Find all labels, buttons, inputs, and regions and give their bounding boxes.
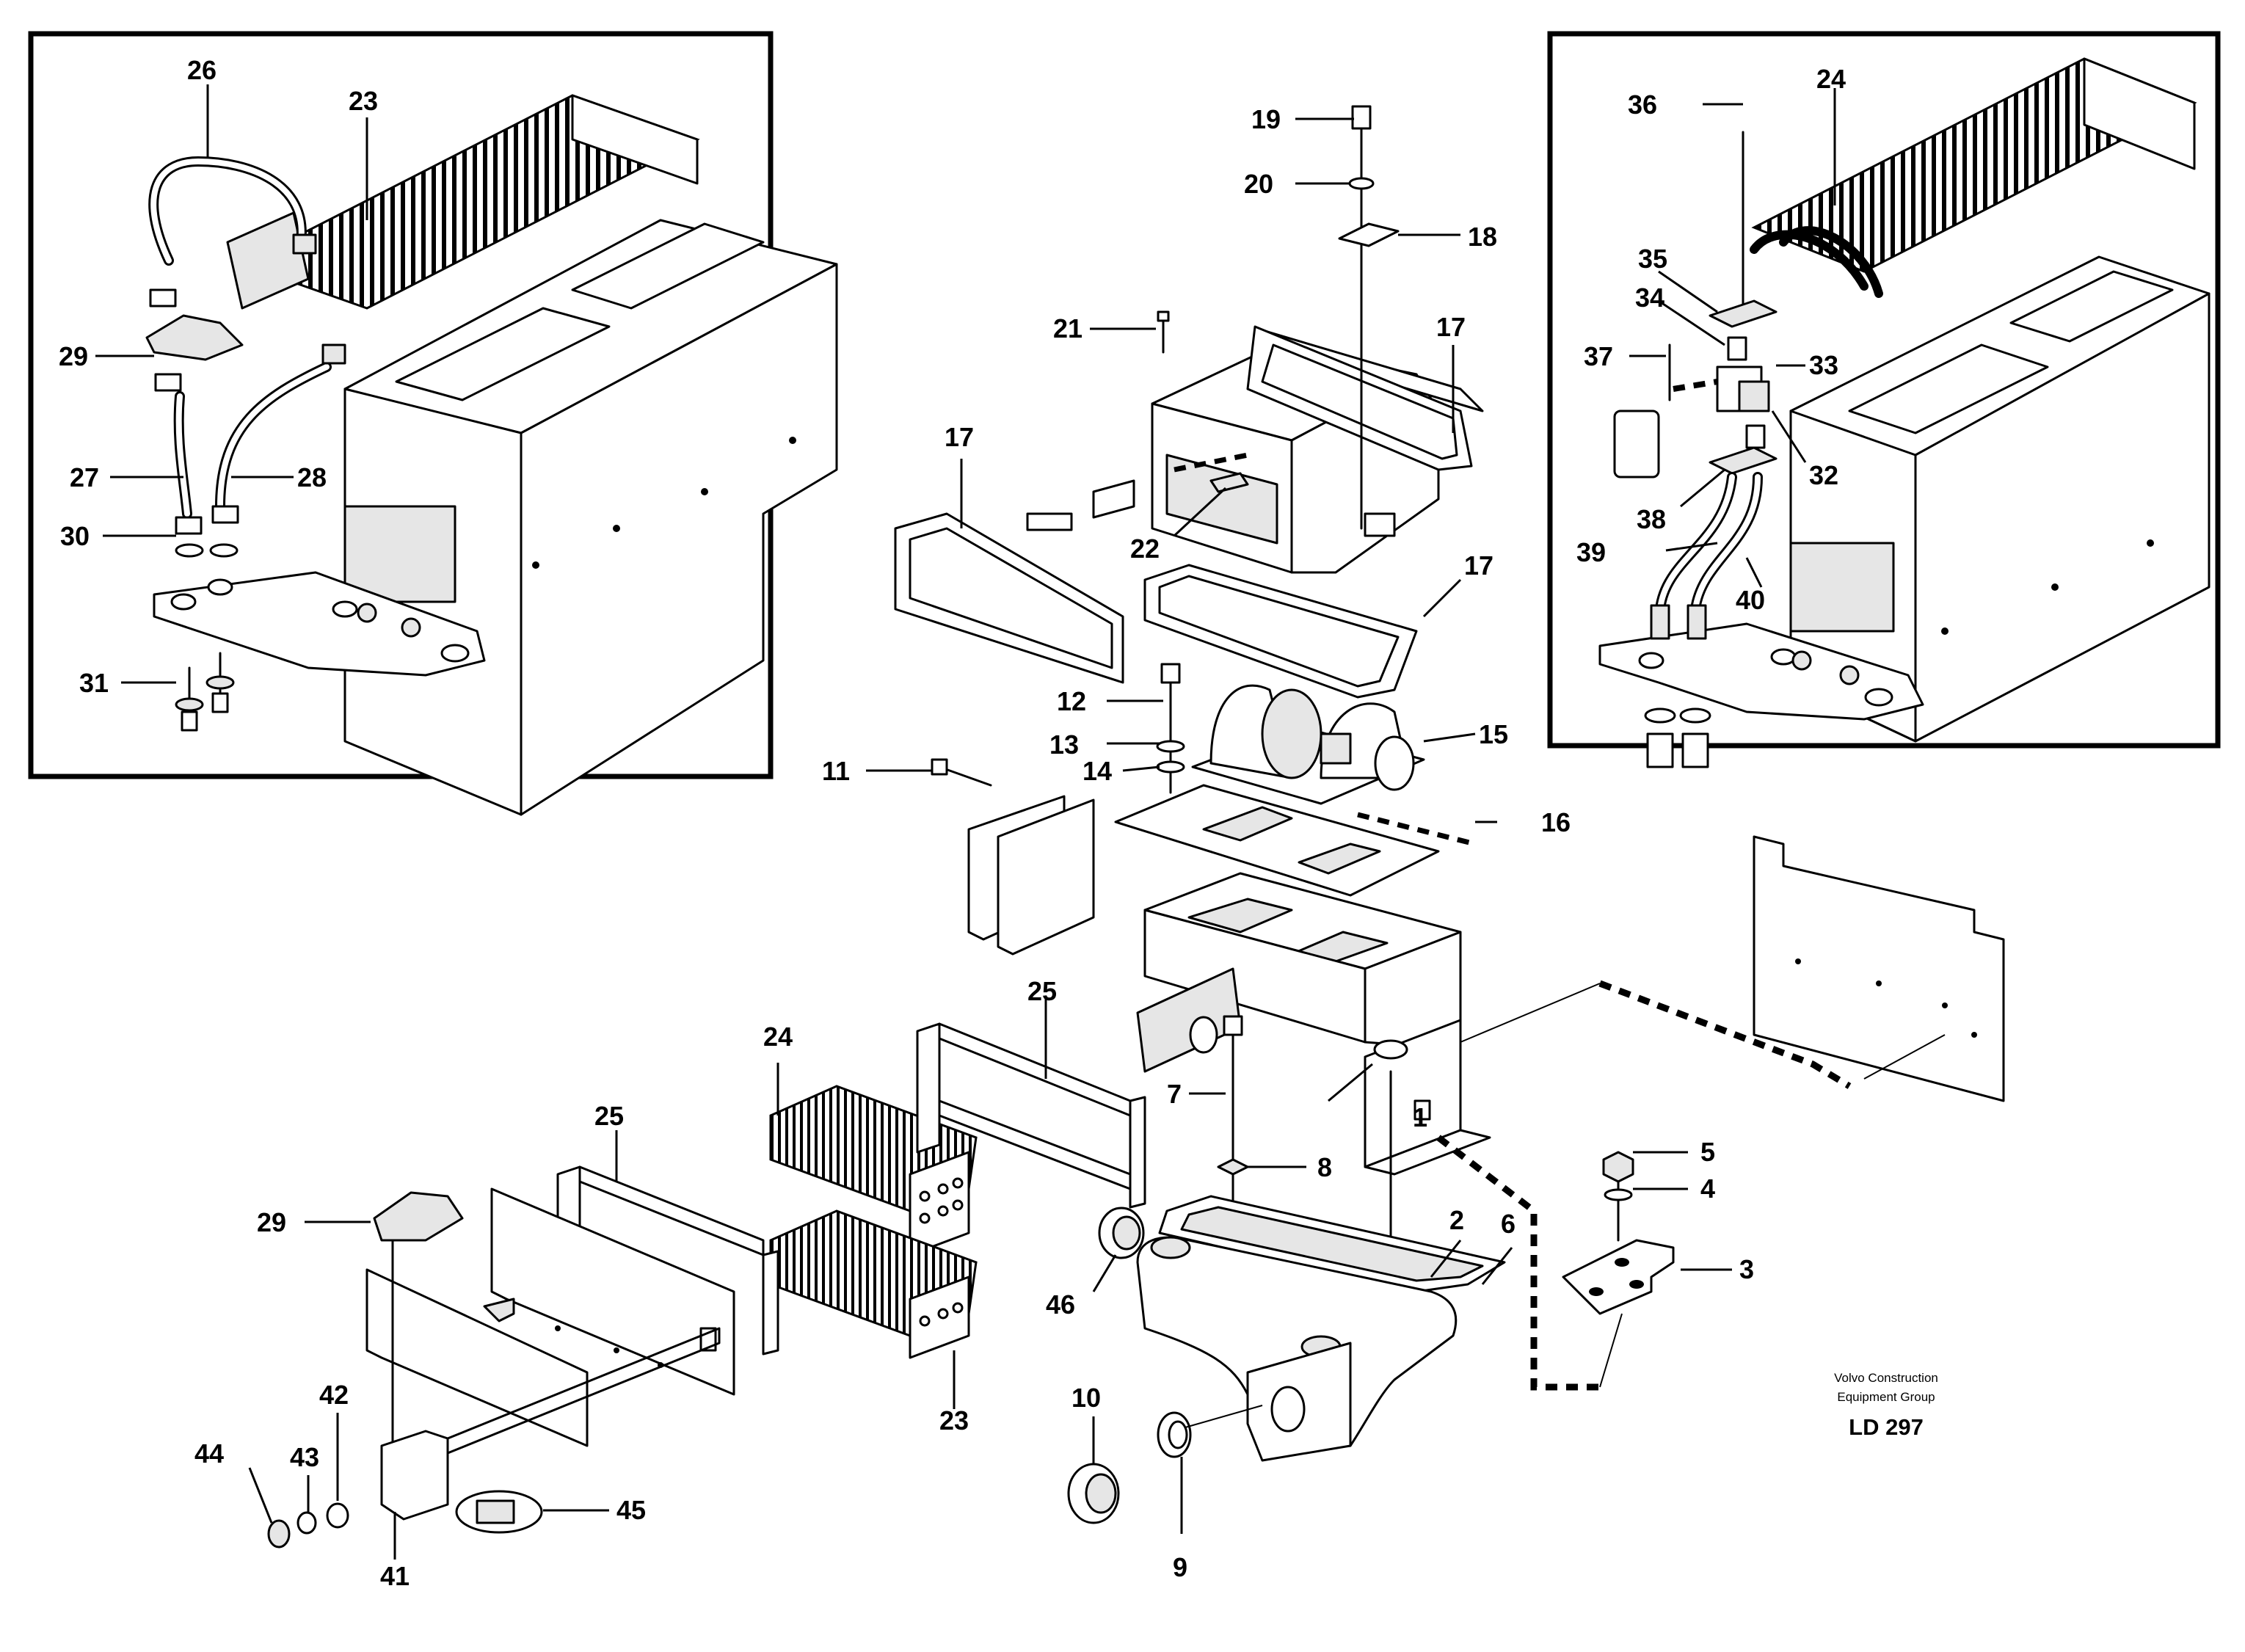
left-radiator [226,94,700,310]
dashed-routing [1436,980,1946,1391]
callout-46: 46 [1046,1289,1075,1320]
callout-17-bottom: 17 [1464,550,1493,581]
side-plates [931,758,1095,956]
callout-3: 3 [1739,1254,1754,1284]
callout-10: 10 [1071,1383,1101,1413]
callout-29-inset: 29 [59,341,88,371]
drawing-code: LD 297 [1849,1414,1924,1440]
left-leaders [95,84,368,684]
blower-assembly [1191,684,1425,805]
callout-21: 21 [1053,313,1083,343]
right-hoses [1650,226,1883,640]
bottom-duct [1136,1195,1506,1462]
left-housing [343,219,838,816]
callout-31: 31 [79,668,109,698]
callout-41: 41 [380,1561,410,1591]
callout-2: 2 [1449,1205,1464,1235]
gaskets [894,325,1473,699]
callout-13: 13 [1049,729,1079,760]
right-bottom-nuts [1644,707,1711,768]
bolt-12-assembly [1156,663,1185,794]
bracket-41 [267,1327,721,1549]
clamp-29 [373,1191,464,1462]
right-panel [1753,835,2005,1102]
callout-32: 32 [1809,460,1838,490]
callout-38: 38 [1637,504,1666,534]
left-hoses [148,156,332,519]
hood-fasteners [1026,310,1249,531]
right-clip-sleeve [1613,343,1671,479]
callout-16: 16 [1541,807,1571,837]
callout-37: 37 [1584,341,1613,371]
callout-42: 42 [319,1380,349,1410]
left-base-plate [153,571,486,677]
callout-35: 35 [1638,244,1667,274]
support-bracket [1364,1019,1491,1293]
callout-44: 44 [194,1438,224,1469]
callout-45: 45 [616,1495,646,1525]
callout-25-upper: 25 [1027,976,1057,1006]
callout-33: 33 [1809,350,1838,380]
callout-12: 12 [1057,686,1086,716]
heater-cores [769,1085,978,1359]
callout-24-inset: 24 [1816,64,1846,94]
callout-40: 40 [1736,585,1765,615]
right-radiator [1751,57,2197,273]
bolt-19-assembly [1338,105,1400,530]
callout-28: 28 [297,462,327,492]
flange-plate [1114,784,1476,897]
callout-36: 36 [1628,90,1657,120]
callout-18: 18 [1468,222,1497,252]
callout-29-main: 29 [257,1207,286,1237]
callout-23-main: 23 [939,1405,969,1436]
callout-14: 14 [1083,756,1112,786]
callout-5: 5 [1700,1137,1715,1167]
right-inset [1547,31,2221,768]
callout-19: 19 [1251,104,1281,134]
callout-26: 26 [187,55,217,85]
right-inset-frame [1547,31,2221,749]
bolt-7-assembly [1217,1015,1249,1300]
brand-line-1: Volvo Construction [1834,1371,1938,1385]
callout-1: 1 [1413,1102,1427,1132]
callout-17-top: 17 [1436,312,1466,342]
callouts: 1 2 3 4 5 6 7 8 9 10 11 12 13 14 15 16 1… [59,55,1846,1591]
left-bolts [175,652,235,732]
callout-25-lower: 25 [594,1101,624,1131]
callout-4: 4 [1700,1173,1715,1204]
right-housing [1789,255,2211,743]
bracket-3 [1562,1151,1675,1315]
callout-24-main: 24 [763,1022,793,1052]
callout-30: 30 [60,521,90,551]
callout-34: 34 [1635,283,1664,313]
callout-20: 20 [1244,169,1273,199]
callout-15: 15 [1479,719,1508,749]
callout-11: 11 [822,756,850,786]
right-valve [1673,131,1778,475]
callout-39: 39 [1576,537,1606,567]
filter-strips [556,1022,1146,1356]
callout-6: 6 [1501,1209,1516,1239]
callout-7: 7 [1167,1079,1182,1109]
main-leaders [248,117,1732,1560]
brand-line-2: Equipment Group [1837,1390,1935,1404]
callout-22: 22 [1130,534,1160,564]
callout-27: 27 [70,462,99,492]
main-assembly [248,105,2005,1560]
callout-43: 43 [290,1442,319,1472]
left-clamps [145,233,346,558]
callout-8: 8 [1317,1152,1332,1182]
right-leaders [1629,88,1836,588]
callout-9: 9 [1173,1552,1187,1582]
grommets [1067,1207,1263,1524]
brand-block: Volvo Construction Equipment Group LD 29… [1834,1371,1938,1440]
left-inset [28,31,838,816]
callout-23-inset: 23 [349,86,378,116]
lower-housing [1136,872,1462,1073]
right-base-plate [1598,622,1924,721]
callout-17-left: 17 [945,422,974,452]
